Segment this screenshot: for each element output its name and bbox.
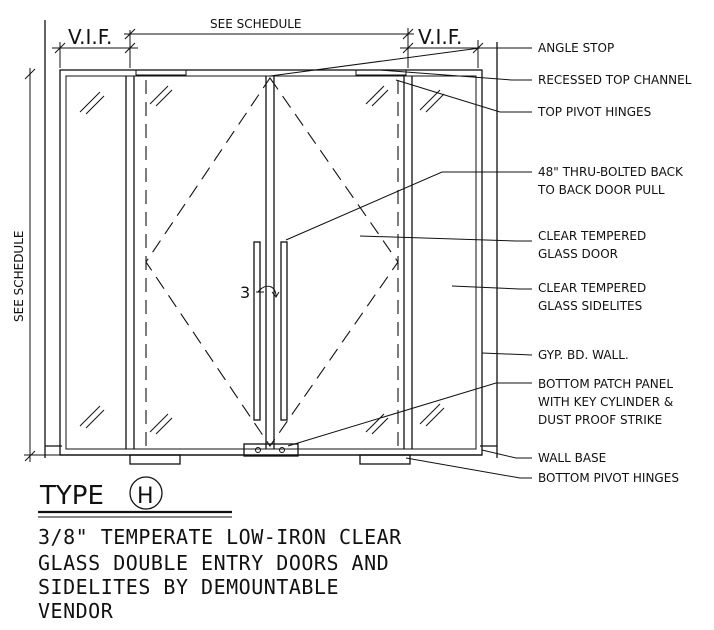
wall-left: [44, 20, 62, 458]
callout-glass-door-line2: GLASS DOOR: [538, 247, 618, 261]
callout-wall-base: WALL BASE: [538, 451, 606, 465]
description-line-4: VENDOR: [38, 599, 114, 623]
top-pivot-hinge-icon: [135, 69, 407, 76]
left-sidelite: [79, 76, 135, 449]
callout-sidelites-line2: GLASS SIDELITES: [538, 299, 642, 313]
callout-patch-panel-line1: BOTTOM PATCH PANEL: [538, 377, 673, 391]
door-pull-left-icon: [253, 241, 261, 421]
outer-frame: [59, 69, 483, 456]
description-line-3: SIDELITES BY DEMOUNTABLE: [38, 575, 339, 599]
bottom-patch-panel-icon: [243, 443, 299, 457]
callout-labels: ANGLE STOP RECESSED TOP CHANNEL TOP PIVO…: [537, 41, 692, 485]
dimension-vif-left: V.I.F.: [52, 25, 138, 68]
callout-glass-door-line1: CLEAR TEMPERED: [538, 229, 646, 243]
vif-right-label: V.I.F.: [418, 25, 462, 49]
callout-bottom-pivot-hinges: BOTTOM PIVOT HINGES: [538, 471, 679, 485]
right-sidelite: [403, 76, 445, 449]
side-schedule-label: SEE SCHEDULE: [12, 231, 26, 323]
type-letter: H: [137, 484, 154, 509]
glass-hatch-icon: [79, 91, 105, 429]
type-label: TYPE H: [38, 476, 232, 518]
angle-note-text: 3: [240, 283, 250, 302]
callout-sidelites-line1: CLEAR TEMPERED: [538, 281, 646, 295]
callout-door-pull-line2: TO BACK DOOR PULL: [537, 183, 665, 197]
callout-gyp-wall: GYP. BD. WALL.: [538, 348, 629, 362]
top-schedule-label: SEE SCHEDULE: [210, 17, 302, 31]
callout-top-pivot-hinges: TOP PIVOT HINGES: [537, 105, 651, 119]
description-block: 3/8" TEMPERATE LOW-IRON CLEAR GLASS DOUB…: [38, 525, 402, 623]
dimension-vif-right: V.I.F.: [400, 25, 486, 68]
glass-hatch-icon: [149, 85, 389, 435]
dimension-top-schedule: SEE SCHEDULE: [124, 17, 414, 68]
bottom-pivot-hinge-right-icon: [359, 454, 411, 465]
dimension-side-schedule: SEE SCHEDULE: [12, 68, 60, 462]
callout-patch-panel-line2: WITH KEY CYLINDER &: [538, 395, 673, 409]
door-leaves: [145, 76, 399, 452]
description-line-1: 3/8" TEMPERATE LOW-IRON CLEAR: [38, 525, 402, 549]
vif-left-label: V.I.F.: [68, 25, 112, 49]
description-line-2: GLASS DOUBLE ENTRY DOORS AND: [38, 551, 389, 575]
callout-recessed-top-channel: RECESSED TOP CHANNEL: [538, 73, 692, 87]
leader-lines: [269, 47, 533, 479]
callout-angle-stop: ANGLE STOP: [538, 41, 614, 55]
callout-patch-panel-line3: DUST PROOF STRIKE: [538, 413, 662, 427]
door-pull-right-icon: [280, 241, 288, 421]
glass-hatch-icon: [419, 89, 445, 427]
callout-door-pull-line1: 48" THRU-BOLTED BACK: [538, 165, 684, 179]
bottom-pivot-hinge-left-icon: [129, 454, 181, 465]
angle-note: 3: [240, 283, 280, 302]
type-prefix: TYPE: [39, 481, 104, 511]
